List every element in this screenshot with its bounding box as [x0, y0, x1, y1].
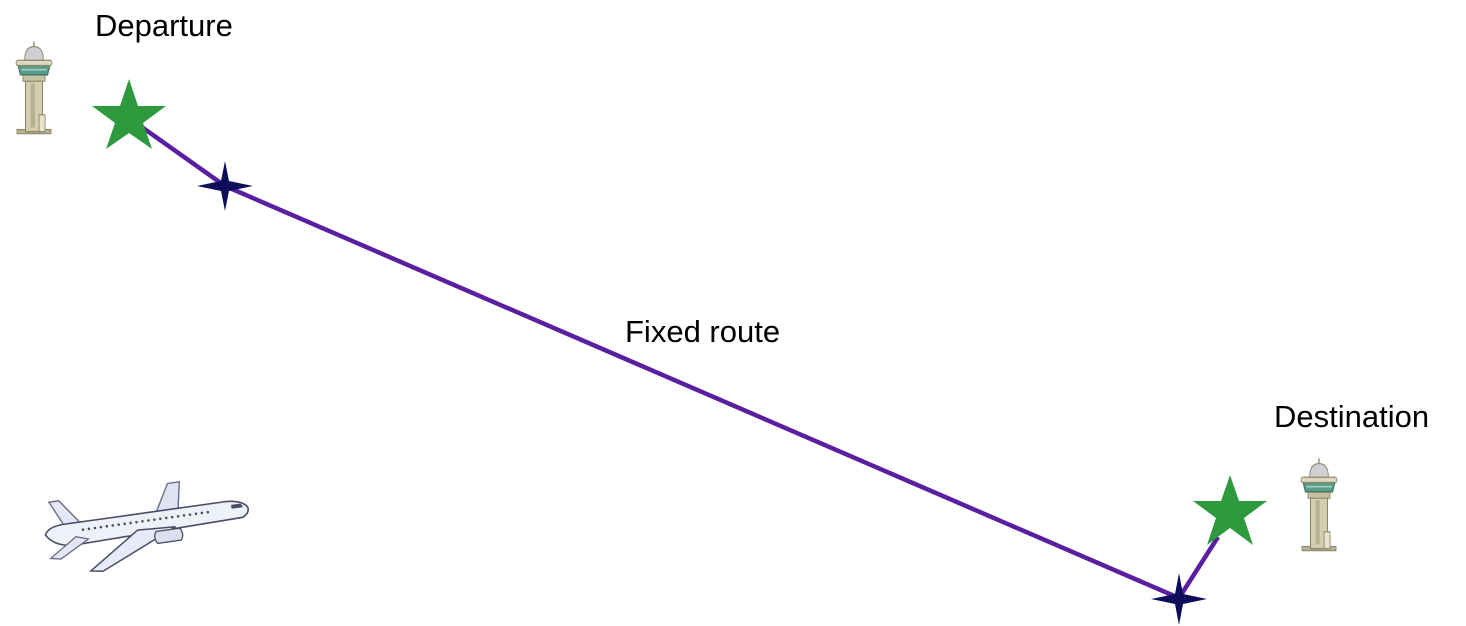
departure-star-icon	[92, 79, 166, 149]
destination-control-tower-icon	[1300, 457, 1338, 552]
destination-star-icon	[1193, 475, 1267, 545]
destination-label: Destination	[1274, 399, 1430, 434]
waypoint-star-icon	[1151, 573, 1207, 625]
waypoint-star-icon	[197, 161, 253, 211]
route-line	[127, 116, 1220, 601]
departure-control-tower-icon	[15, 40, 53, 135]
route-label: Fixed route	[625, 314, 781, 349]
airplane-icon	[44, 480, 250, 573]
departure-label: Departure	[95, 8, 233, 43]
